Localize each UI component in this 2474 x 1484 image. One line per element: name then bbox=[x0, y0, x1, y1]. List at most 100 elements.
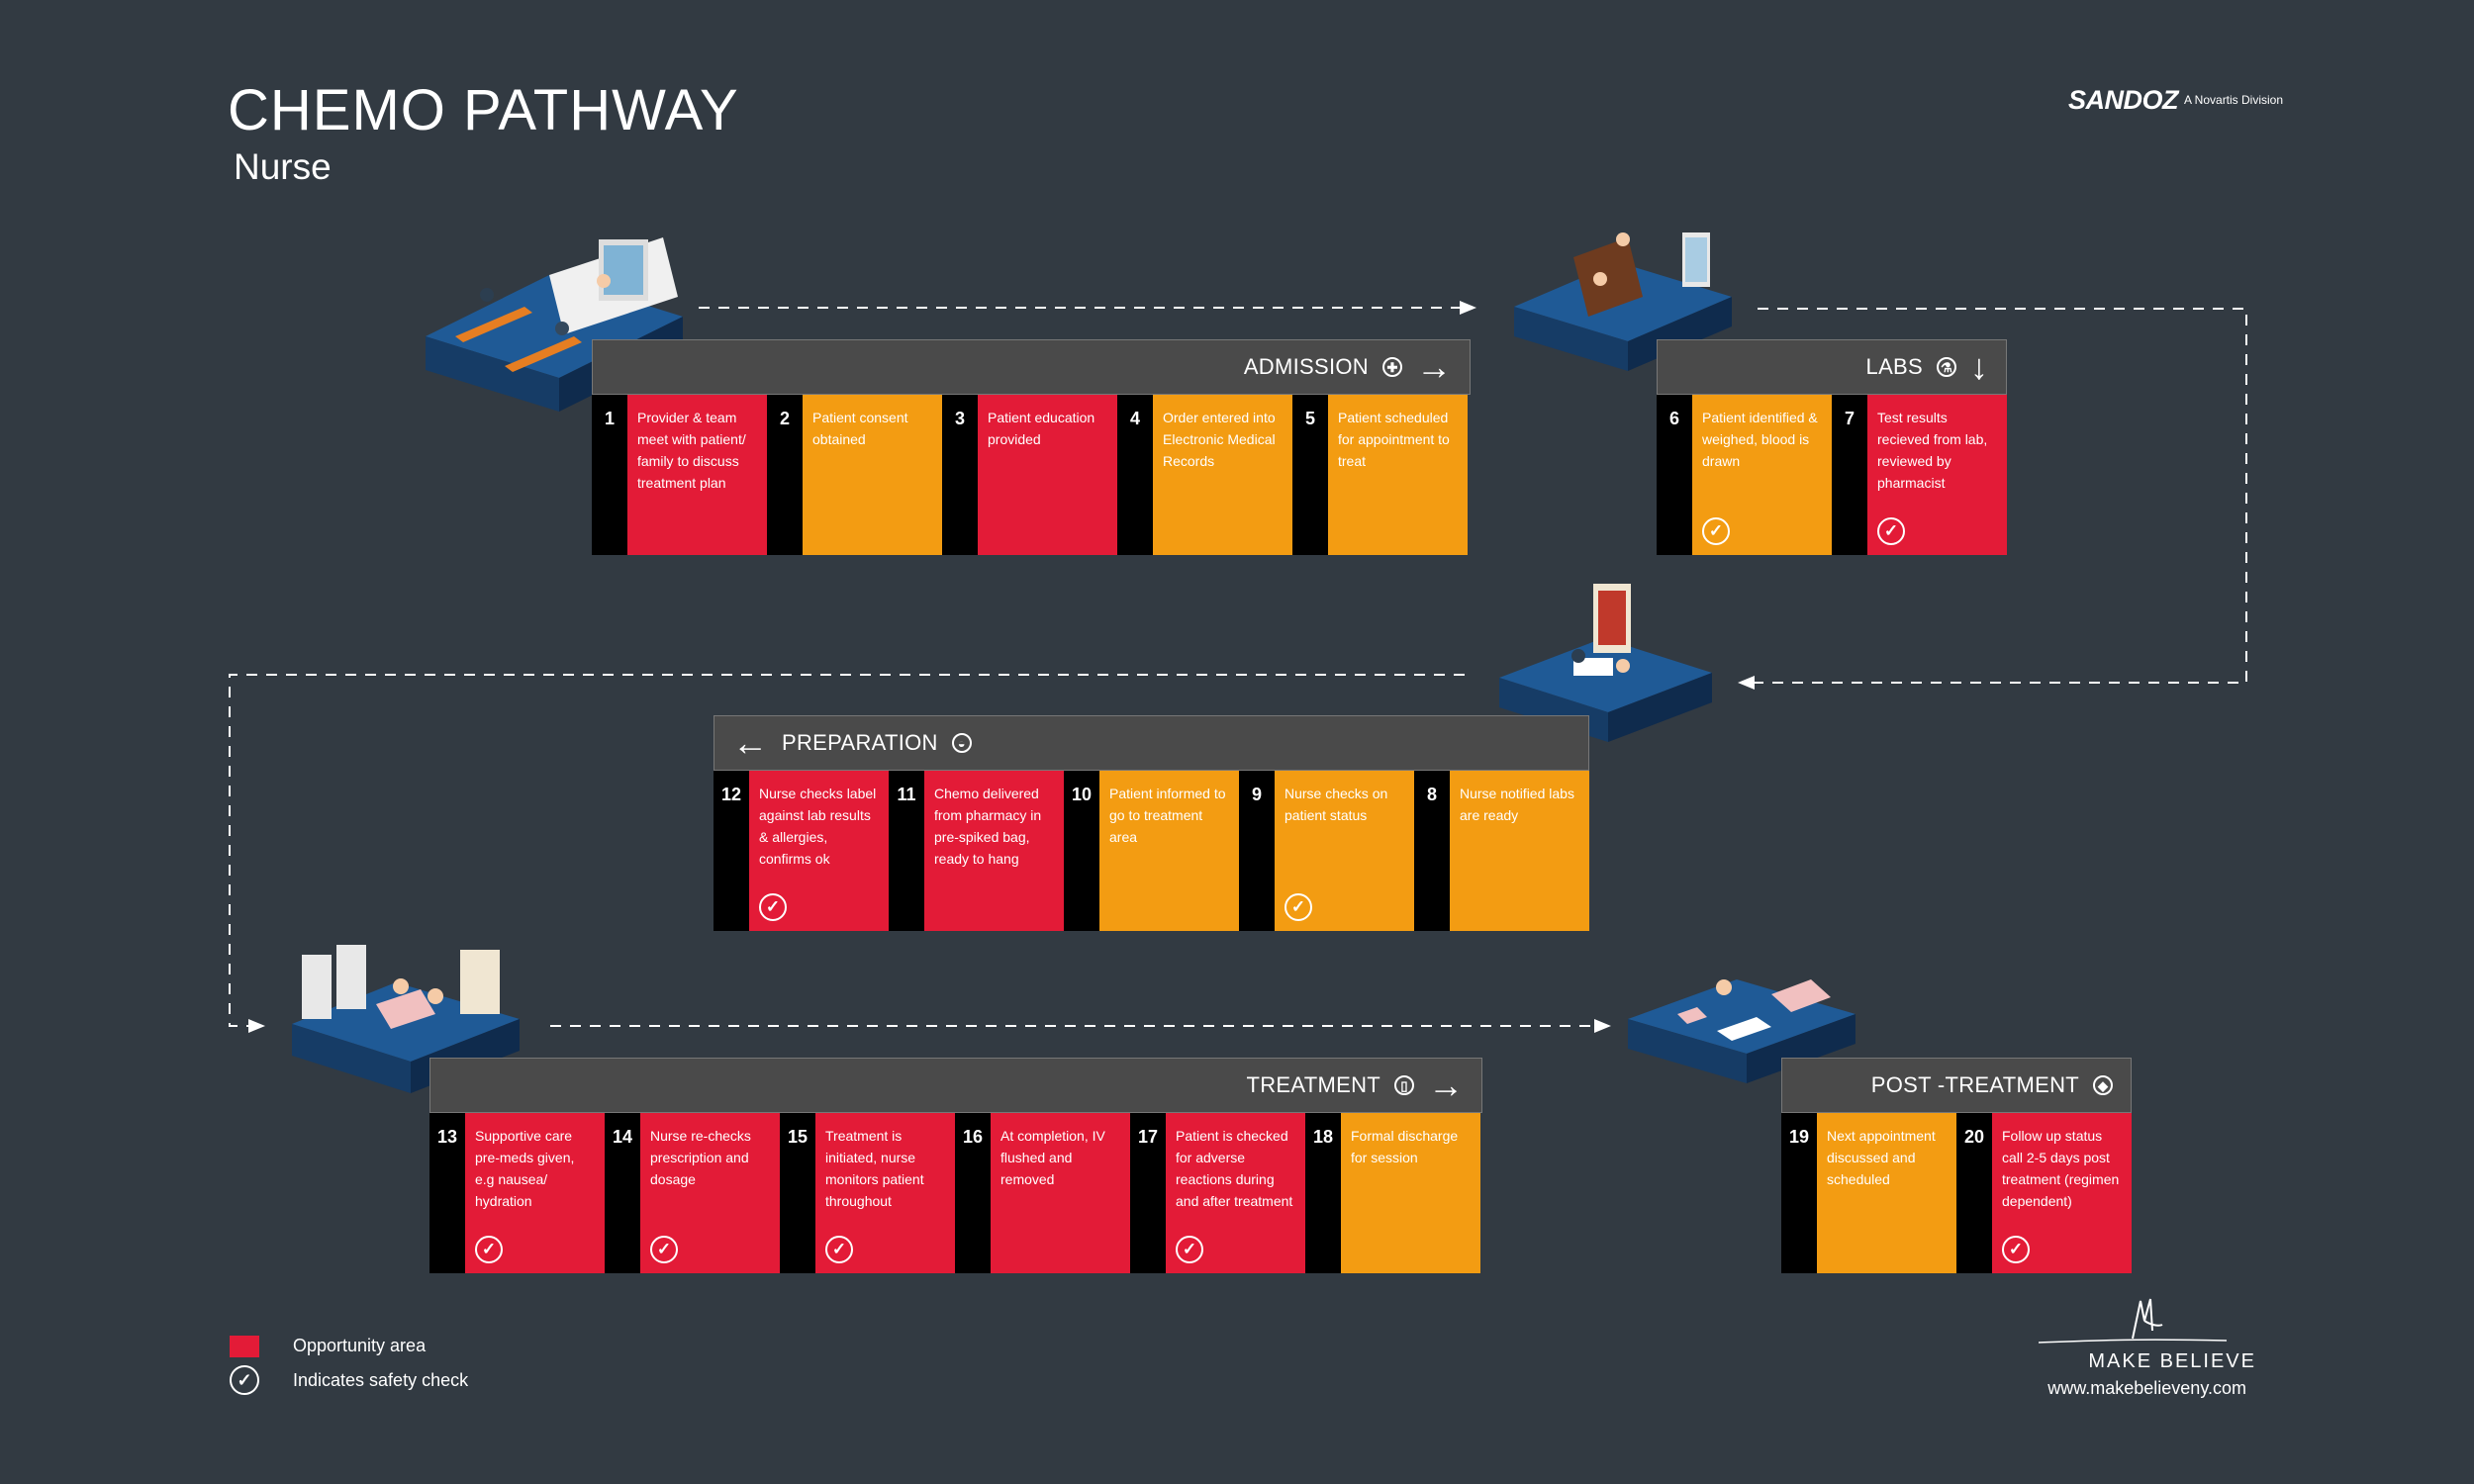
step-number: 16 bbox=[955, 1113, 991, 1273]
check-icon: ✓ bbox=[1176, 1236, 1203, 1263]
stage-header: TREATMENT▯→ bbox=[429, 1058, 1482, 1113]
step-card: Order entered into Electronic Medical Re… bbox=[1153, 395, 1292, 555]
step-card-opportunity: At completion, IV flushed and removed bbox=[991, 1113, 1130, 1273]
check-icon: ✓ bbox=[825, 1236, 853, 1263]
step-text: Patient identified & weighed, blood is d… bbox=[1702, 410, 1818, 469]
stage-header: ADMISSION✚→ bbox=[592, 339, 1471, 395]
step-card: Patient identified & weighed, blood is d… bbox=[1692, 395, 1832, 555]
step-text: Nurse re-checks prescription and dosage bbox=[650, 1128, 751, 1187]
step-text: Next appointment discussed and scheduled bbox=[1827, 1128, 1936, 1187]
footer-url[interactable]: www.makebelieveny.com bbox=[2047, 1378, 2246, 1398]
connector-labs-preparation bbox=[1752, 308, 2247, 684]
right-arrow-icon: → bbox=[1428, 1065, 1464, 1105]
check-icon: ✓ bbox=[1285, 893, 1312, 921]
step-card-opportunity: Follow up status call 2-5 days post trea… bbox=[1992, 1113, 2132, 1273]
step-card-opportunity: Test results recieved from lab, reviewed… bbox=[1867, 395, 2007, 555]
legend-opportunity-swatch bbox=[230, 1336, 259, 1357]
step-text: Treatment is initiated, nurse monitors p… bbox=[825, 1128, 924, 1209]
stage-label: POST -TREATMENT bbox=[1870, 1072, 2079, 1097]
step-text: Formal discharge for session bbox=[1351, 1128, 1459, 1165]
connector-preparation-treatment bbox=[229, 674, 1465, 1027]
labs-room-illustration bbox=[1514, 232, 1732, 371]
step-number: 20 bbox=[1956, 1113, 1992, 1273]
check-icon: ✓ bbox=[230, 1365, 259, 1395]
step-text: Order entered into Electronic Medical Re… bbox=[1163, 410, 1276, 469]
page-subtitle: Nurse bbox=[234, 146, 332, 187]
left-arrow-icon: ← bbox=[732, 722, 768, 763]
step-text: Supportive care pre-meds given, e.g naus… bbox=[475, 1128, 575, 1209]
step-number: 2 bbox=[767, 395, 803, 555]
plus-circle-icon: ✚ bbox=[1382, 357, 1402, 377]
step-number: 13 bbox=[429, 1113, 465, 1273]
iv-bag-circle-icon: ▯ bbox=[1394, 1075, 1414, 1095]
step-number: 9 bbox=[1239, 771, 1275, 931]
step-number: 17 bbox=[1130, 1113, 1166, 1273]
stage-label: PREPARATION bbox=[782, 730, 938, 755]
check-icon: ✓ bbox=[1702, 517, 1730, 545]
treatment-room-illustration bbox=[292, 945, 520, 1093]
step-text: Patient education provided bbox=[988, 410, 1095, 447]
flask-circle-icon: ⚗ bbox=[1937, 357, 1956, 377]
step-number: 10 bbox=[1064, 771, 1099, 931]
step-number: 8 bbox=[1414, 771, 1450, 931]
step-number: 4 bbox=[1117, 395, 1153, 555]
step-text: Test results recieved from lab, reviewed… bbox=[1877, 410, 1988, 491]
step-card: Next appointment discussed and scheduled bbox=[1817, 1113, 1956, 1273]
step-number: 14 bbox=[605, 1113, 640, 1273]
post-treatment-room-illustration bbox=[1628, 979, 1856, 1083]
step-card: Patient informed to go to treatment area bbox=[1099, 771, 1239, 931]
stage-header: LABS⚗↓ bbox=[1657, 339, 2007, 395]
step-card-opportunity: Treatment is initiated, nurse monitors p… bbox=[815, 1113, 955, 1273]
step-card: Patient scheduled for appointment to tre… bbox=[1328, 395, 1468, 555]
arrowhead-treatment-post bbox=[1594, 1019, 1611, 1033]
legend-opportunity-label: Opportunity area bbox=[293, 1336, 427, 1355]
down-arrow-icon: ↓ bbox=[1970, 346, 1988, 387]
step-card-opportunity: Nurse checks label against lab results &… bbox=[749, 771, 889, 931]
check-icon: ✓ bbox=[759, 893, 787, 921]
step-text: Patient informed to go to treatment area bbox=[1109, 786, 1226, 845]
step-text: Patient consent obtained bbox=[812, 410, 908, 447]
check-icon: ✓ bbox=[2002, 1236, 2030, 1263]
check-icon: ✓ bbox=[475, 1236, 503, 1263]
step-card-opportunity: Patient is checked for adverse reactions… bbox=[1166, 1113, 1305, 1273]
pill-circle-icon: ◒ bbox=[951, 733, 972, 753]
step-text: At completion, IV flushed and removed bbox=[1000, 1128, 1105, 1187]
step-card-opportunity: Supportive care pre-meds given, e.g naus… bbox=[465, 1113, 605, 1273]
step-number: 12 bbox=[714, 771, 749, 931]
right-arrow-icon: → bbox=[1416, 346, 1452, 387]
stage-header: POST -TREATMENT◆ bbox=[1781, 1058, 2132, 1113]
step-text: Nurse checks label against lab results &… bbox=[759, 786, 877, 867]
footer-name: MAKE BELIEVE bbox=[2088, 1350, 2256, 1372]
step-card-opportunity: Nurse re-checks prescription and dosage✓ bbox=[640, 1113, 780, 1273]
stage-header: ← PREPARATION ◒ bbox=[714, 715, 1589, 771]
step-number: 5 bbox=[1292, 395, 1328, 555]
make-believe-logo-icon bbox=[2038, 1298, 2228, 1344]
step-number: 6 bbox=[1657, 395, 1692, 555]
brand-name: SANDOZ bbox=[2068, 85, 2179, 115]
step-text: Follow up status call 2-5 days post trea… bbox=[2002, 1128, 2120, 1209]
step-number: 3 bbox=[942, 395, 978, 555]
step-number: 11 bbox=[889, 771, 924, 931]
step-card: Nurse checks on patient status✓ bbox=[1275, 771, 1414, 931]
